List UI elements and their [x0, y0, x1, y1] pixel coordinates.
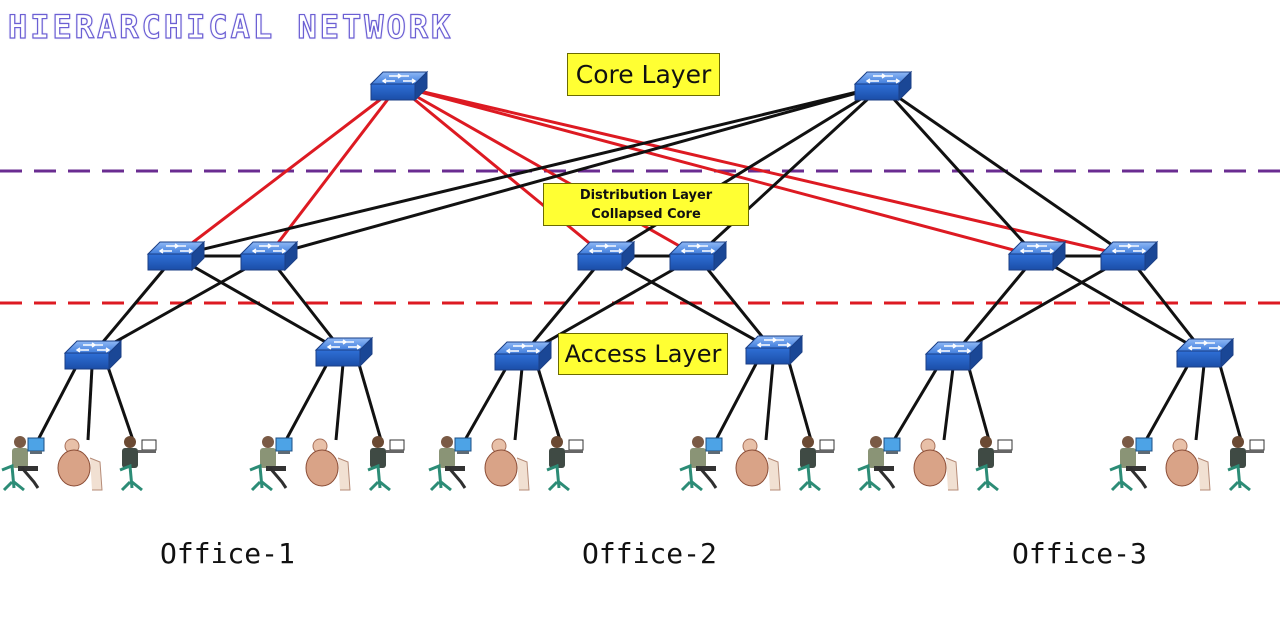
user-cable — [86, 366, 94, 441]
user-cable — [1194, 364, 1206, 441]
users — [1, 436, 1265, 492]
workstation-user-icon — [249, 436, 293, 492]
core-link — [267, 84, 883, 258]
core-link — [174, 84, 883, 258]
access-uplink — [951, 255, 1038, 357]
core-link — [397, 84, 1129, 258]
workstation-user-icon — [857, 436, 901, 492]
user-cable — [36, 366, 78, 441]
person-icon — [735, 438, 781, 491]
switch-icon — [314, 336, 374, 368]
laptop-user-icon — [797, 436, 835, 492]
diagram-title: HIERARCHICAL NETWORK — [7, 7, 454, 46]
user-cable — [334, 363, 345, 441]
switch-icon — [493, 340, 553, 372]
user-cable — [106, 366, 135, 441]
core-link — [881, 84, 1129, 258]
workstation-user-icon — [1109, 436, 1153, 492]
access-uplink — [174, 254, 344, 354]
workstation-user-icon — [428, 436, 472, 492]
core-link — [880, 84, 1038, 258]
access-uplink — [1035, 254, 1205, 355]
person-icon — [913, 438, 959, 491]
core-link — [604, 84, 883, 258]
access-uplink — [952, 254, 1129, 358]
user-cable — [892, 367, 939, 441]
switch-icon — [1175, 337, 1235, 369]
office-1-label: Office-1 — [160, 537, 295, 570]
user-cable — [284, 363, 329, 441]
distribution-label-line1: Distribution Layer — [579, 188, 713, 203]
core-layer-label: Core Layer — [567, 53, 720, 96]
core-link — [174, 84, 399, 258]
switch-icon — [668, 240, 728, 272]
access-uplink — [604, 254, 774, 352]
switch-icon — [369, 70, 429, 102]
user-cable — [787, 361, 813, 441]
distribution-label-line2: Collapsed Core — [591, 207, 701, 222]
access-uplink — [1126, 255, 1206, 354]
user-cable — [536, 367, 562, 441]
core-link — [397, 84, 1037, 258]
laptop-user-icon — [975, 436, 1013, 492]
user-cable — [764, 361, 775, 441]
core-link — [397, 84, 698, 258]
access-layer-label: Access Layer — [558, 333, 728, 375]
user-cable — [1144, 364, 1190, 441]
switch-icon — [1099, 240, 1159, 272]
access-uplink — [521, 254, 698, 358]
links — [36, 84, 1243, 441]
workstation-user-icon — [1, 436, 45, 492]
switch-icon — [146, 240, 206, 272]
switch-icon — [1007, 240, 1067, 272]
switch-icon — [63, 339, 123, 371]
user-cable — [942, 367, 955, 441]
switch-icon — [744, 334, 804, 366]
user-cable — [463, 367, 508, 441]
laptop-user-icon — [367, 436, 405, 492]
workstation-user-icon — [679, 436, 723, 492]
laptop-user-icon — [1227, 436, 1265, 492]
access-uplink — [266, 255, 345, 353]
user-cable — [967, 367, 991, 441]
user-cable — [357, 363, 383, 441]
core-link — [695, 84, 884, 258]
laptop-user-icon — [546, 436, 584, 492]
user-cable — [714, 361, 759, 441]
office-2-label: Office-2 — [582, 537, 717, 570]
access-uplink — [90, 255, 177, 356]
distribution-layer-label: Distribution Layer Collapsed Core — [543, 183, 749, 226]
person-icon — [305, 438, 351, 491]
user-cable — [1218, 364, 1243, 441]
person-icon — [484, 438, 530, 491]
switch-icon — [924, 340, 984, 372]
access-uplink — [695, 255, 775, 351]
person-icon — [57, 438, 103, 491]
laptop-user-icon — [119, 436, 157, 492]
switch-icon — [576, 240, 636, 272]
switch-icon — [853, 70, 913, 102]
office-3-label: Office-3 — [1012, 537, 1147, 570]
access-uplink — [91, 254, 269, 357]
person-icon — [1165, 438, 1211, 491]
user-cable — [513, 367, 524, 441]
access-uplink — [520, 255, 607, 357]
core-link — [397, 84, 606, 258]
switch-icon — [239, 240, 299, 272]
switches — [63, 70, 1235, 372]
